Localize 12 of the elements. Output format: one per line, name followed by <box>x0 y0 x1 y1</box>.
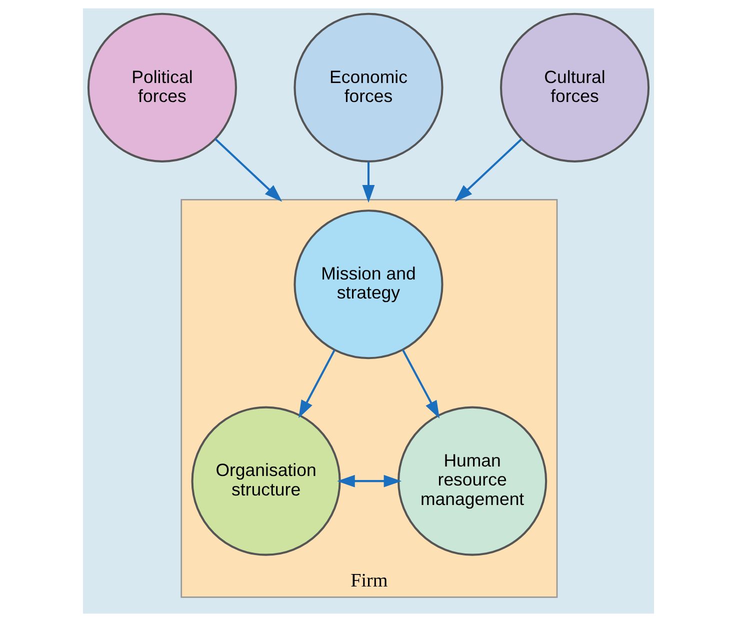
arrow <box>298 350 335 418</box>
node-circle: Organisation structure <box>190 406 340 556</box>
arrow <box>336 474 402 488</box>
node-circle: Cultural forces <box>499 12 650 162</box>
node-circle: Human resource management <box>397 406 547 556</box>
node-circle: Economic forces <box>293 12 443 162</box>
arrow <box>454 138 522 202</box>
node-circle: Political forces <box>86 12 237 162</box>
node-circle: Mission and strategy <box>293 210 443 360</box>
arrow <box>362 162 374 203</box>
arrow <box>401 349 440 418</box>
arrow <box>214 138 282 202</box>
